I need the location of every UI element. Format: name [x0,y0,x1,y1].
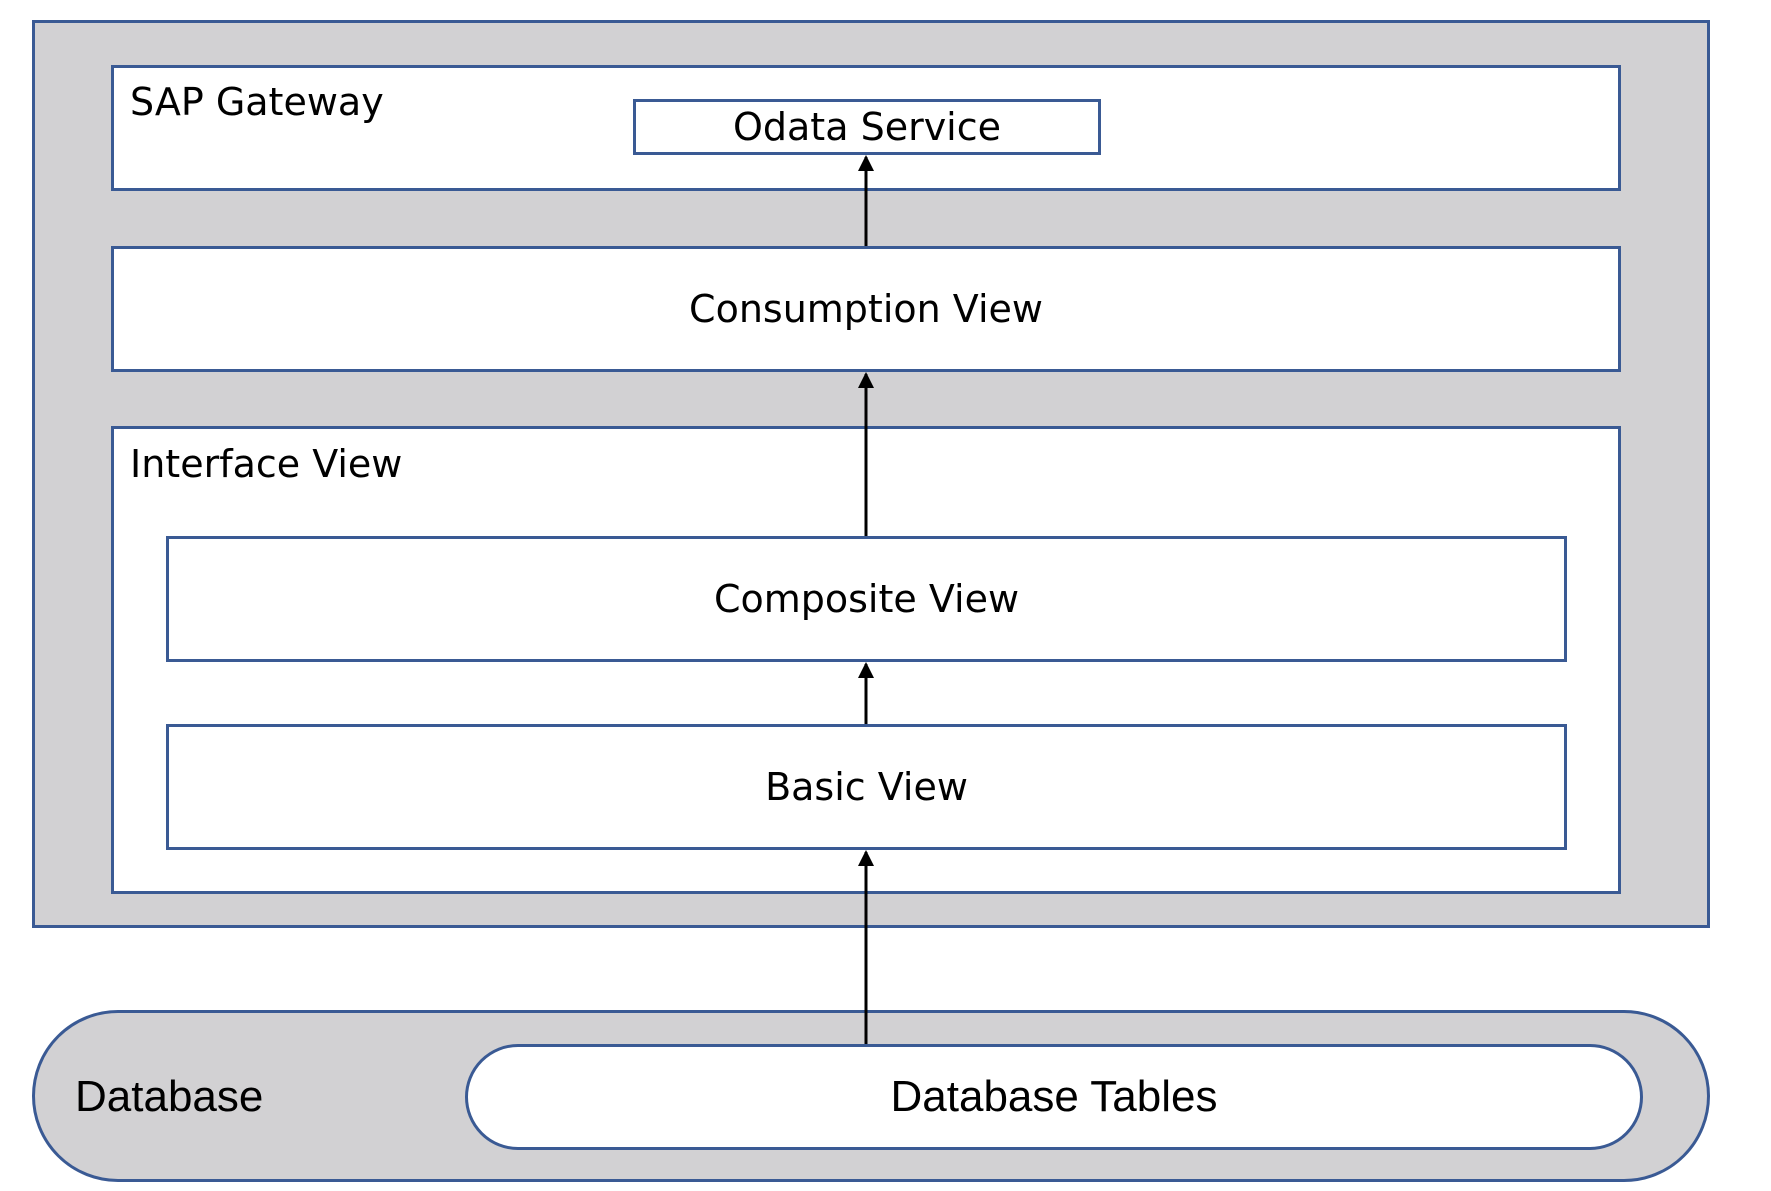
odata-service-label: Odata Service [732,105,1002,149]
interface-view-label: Interface View [130,442,403,486]
basic-view-box: Basic View [166,724,1567,850]
consumption-view-label: Consumption View [689,287,1043,331]
database-tables-box: Database Tables [465,1044,1643,1150]
sap-gateway-label: SAP Gateway [130,80,384,124]
composite-view-box: Composite View [166,536,1567,662]
consumption-view-box: Consumption View [111,246,1621,372]
composite-view-label: Composite View [713,577,1020,621]
odata-service-box: Odata Service [633,99,1101,155]
database-tables-label: Database Tables [890,1072,1218,1121]
database-label: Database [75,1072,264,1121]
basic-view-label: Basic View [765,765,968,809]
